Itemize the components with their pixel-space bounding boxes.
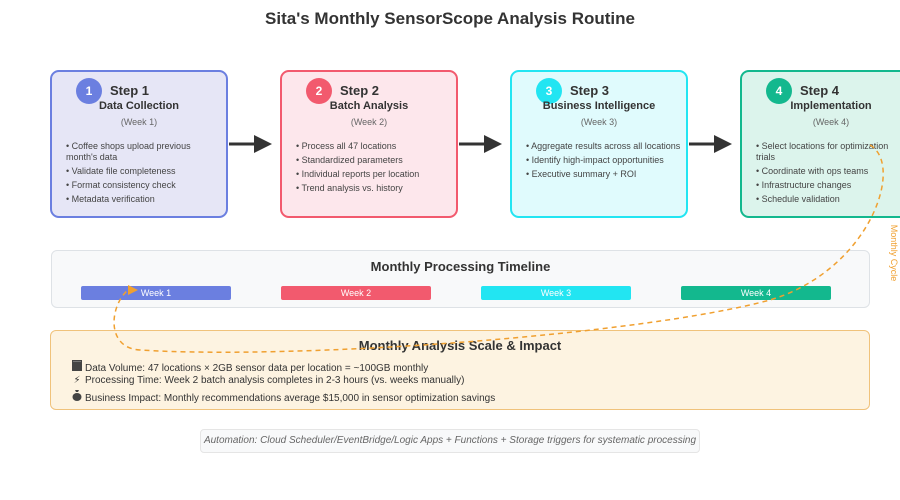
money-bag-icon <box>71 390 83 404</box>
step-2-card: 2 Step 2 Batch Analysis (Week 2) • Proce… <box>280 70 458 218</box>
step-4-bullet: • Select locations for optimization tria… <box>756 141 889 162</box>
step-2-bullet: • Trend analysis vs. history <box>296 183 403 193</box>
flow-arrow-3-4 <box>689 135 732 153</box>
step-4-week: (Week 4) <box>812 117 850 127</box>
scale-impact-title: Monthly Analysis Scale & Impact <box>358 338 562 353</box>
step-3-card: 3 Step 3 Business Intelligence (Week 3) … <box>510 70 688 218</box>
step-2-bullet: • Process all 47 locations <box>296 141 397 151</box>
step-4-name: Implementation <box>790 100 872 112</box>
step-1-badge: 1 <box>76 78 102 104</box>
step-3-bullets: • Aggregate results across all locations… <box>526 141 681 183</box>
lightning-icon: ⚡ <box>73 375 81 386</box>
step-4-badge: 4 <box>766 78 792 104</box>
step-1-week: (Week 1) <box>120 117 158 127</box>
step-4-bullet: • Schedule validation <box>756 194 840 204</box>
timeline-week-4: Week 4 <box>681 286 831 300</box>
step-1-bullet: • Metadata verification <box>66 194 155 204</box>
processing-time-line: ⚡ Processing Time: Week 2 batch analysis … <box>71 375 464 386</box>
step-1-bullet: • Format consistency check <box>66 180 176 190</box>
business-impact-text: Business Impact: Monthly recommendations… <box>85 393 496 404</box>
step-4-card: 4 Step 4 Implementation (Week 4) • Selec… <box>740 70 900 218</box>
page-title: Sita's Monthly SensorScope Analysis Rout… <box>265 9 635 28</box>
monthly-cycle-label: Monthly Cycle <box>889 224 899 282</box>
step-2-name: Batch Analysis <box>329 100 409 112</box>
step-1-name: Data Collection <box>98 100 180 112</box>
automation-footer: Automation: Cloud Scheduler/EventBridge/… <box>200 429 700 453</box>
timeline-week-2: Week 2 <box>281 286 431 300</box>
step-4-bullets: • Select locations for optimization tria… <box>756 141 896 208</box>
data-volume-text: Data Volume: 47 locations × 2GB sensor d… <box>85 363 429 374</box>
step-4-bullet: • Coordinate with ops teams <box>756 166 869 176</box>
timeline-week-3: Week 3 <box>481 286 631 300</box>
timeline-panel: Monthly Processing Timeline Week 1 Week … <box>51 250 870 308</box>
step-4-label: Step 4 <box>800 83 840 98</box>
step-3-bullet: • Aggregate results across all locations <box>526 141 681 151</box>
step-3-badge: 3 <box>536 78 562 104</box>
step-1-bullet: • Validate file completeness <box>66 166 176 176</box>
processing-time-text: Processing Time: Week 2 batch analysis c… <box>85 375 465 386</box>
step-2-bullets: • Process all 47 locations • Standardize… <box>296 141 451 197</box>
step-3-bullet: • Identify high-impact opportunities <box>526 155 664 165</box>
scale-impact-panel: Monthly Analysis Scale & Impact Data Vol… <box>50 330 870 410</box>
step-3-week: (Week 3) <box>580 117 618 127</box>
step-3-label: Step 3 <box>570 83 610 98</box>
step-3-name: Business Intelligence <box>542 100 656 112</box>
step-2-bullet: • Standardized parameters <box>296 155 403 165</box>
step-1-label: Step 1 <box>110 83 150 98</box>
flow-arrow-1-2 <box>229 135 272 153</box>
storage-icon <box>71 360 83 374</box>
step-1-bullets: • Coffee shops upload previous month's d… <box>66 141 221 208</box>
flow-arrow-2-3 <box>459 135 502 153</box>
step-2-bullet: • Individual reports per location <box>296 169 420 179</box>
step-1-card: 1 Step 1 Data Collection (Week 1) • Coff… <box>50 70 228 218</box>
business-impact-line: Business Impact: Monthly recommendations… <box>71 390 495 404</box>
step-1-bullet: • Coffee shops upload previous month's d… <box>66 141 191 162</box>
step-4-bullet: • Infrastructure changes <box>756 180 852 190</box>
step-2-label: Step 2 <box>340 83 380 98</box>
data-volume-line: Data Volume: 47 locations × 2GB sensor d… <box>71 360 428 374</box>
step-2-badge: 2 <box>306 78 332 104</box>
timeline-title: Monthly Processing Timeline <box>370 259 551 274</box>
step-3-bullet: • Executive summary + ROI <box>526 169 637 179</box>
timeline-week-1: Week 1 <box>81 286 231 300</box>
step-2-week: (Week 2) <box>350 117 388 127</box>
